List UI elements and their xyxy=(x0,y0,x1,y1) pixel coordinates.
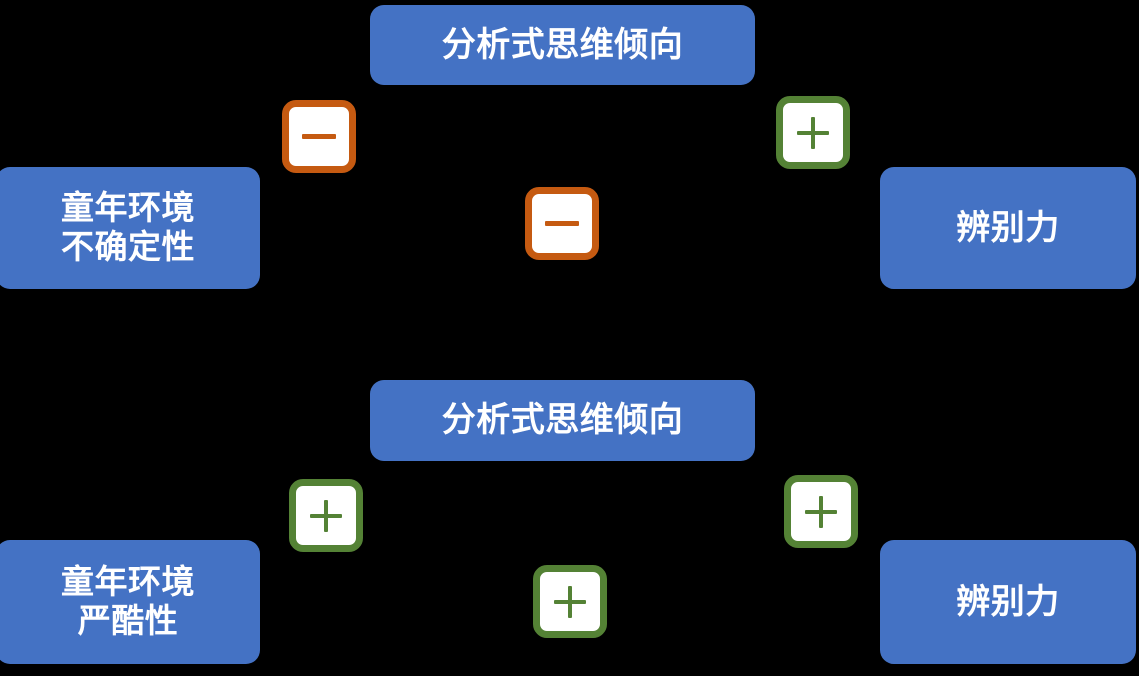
node-label: 分析式思维倾向 xyxy=(441,400,684,441)
minus-icon xyxy=(302,134,336,139)
plus-icon xyxy=(797,116,829,149)
node-mediator-uncertainty[interactable]: 分析式思维倾向 xyxy=(370,5,755,85)
node-mediator-harshness[interactable]: 分析式思维倾向 xyxy=(370,380,755,461)
plus-icon xyxy=(310,499,342,532)
path-sign-uncertainty-to-discernment[interactable] xyxy=(525,187,599,260)
node-label: 分析式思维倾向 xyxy=(441,24,684,65)
node-predictor-uncertainty[interactable]: 童年环境 不确定性 xyxy=(0,167,260,289)
node-outcome-discernment-top[interactable]: 辨别力 xyxy=(880,167,1136,289)
path-sign-harshness-to-mediator[interactable] xyxy=(289,479,363,552)
path-sign-mediator-to-discernment-top[interactable] xyxy=(776,96,850,169)
path-sign-uncertainty-to-mediator[interactable] xyxy=(282,100,356,173)
path-sign-mediator-to-discernment-bottom[interactable] xyxy=(784,475,858,548)
node-label: 辨别力 xyxy=(956,581,1060,622)
node-label: 童年环境 严酷性 xyxy=(61,562,195,640)
minus-icon xyxy=(545,221,579,226)
plus-icon xyxy=(554,585,586,618)
node-label: 辨别力 xyxy=(956,207,1060,248)
node-label: 童年环境 不确定性 xyxy=(61,188,195,266)
node-predictor-harshness[interactable]: 童年环境 严酷性 xyxy=(0,540,260,664)
node-outcome-discernment-bottom[interactable]: 辨别力 xyxy=(880,540,1136,664)
plus-icon xyxy=(805,495,837,528)
path-sign-harshness-to-discernment[interactable] xyxy=(533,565,607,638)
